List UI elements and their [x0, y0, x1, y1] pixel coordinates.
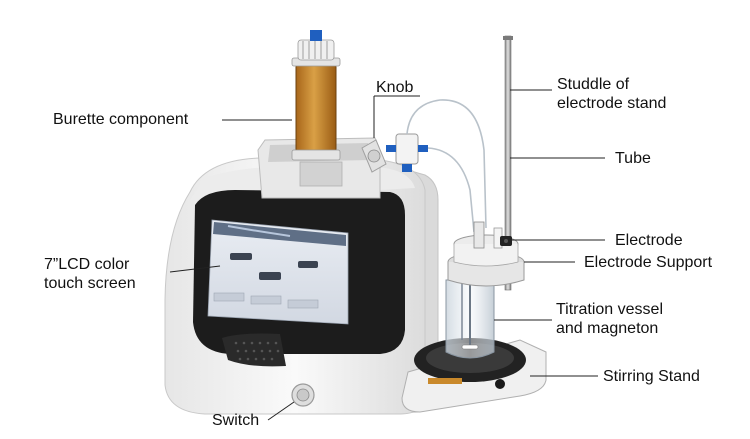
electrode-support [447, 234, 525, 287]
vent-grille [222, 333, 286, 367]
leader-lines [169, 89, 605, 421]
label-electrode-support: Electrode Support [584, 254, 713, 271]
power-switch[interactable] [291, 383, 315, 407]
electrode-stand-rod [503, 35, 513, 291]
label-electrode: Electrode [615, 232, 683, 249]
label-switch: Switch [212, 412, 260, 429]
label-studdle-of-electrode-stand: Studdle of electrode stand [557, 76, 667, 112]
lcd-touch-screen[interactable] [193, 190, 405, 354]
electrode [473, 221, 512, 249]
burette-component[interactable] [291, 30, 341, 161]
label-knob: Knob [376, 79, 414, 96]
label-titration-vessel: Titration vessel and magneton [556, 301, 663, 337]
label-tube: Tube [615, 150, 651, 167]
label-burette-component: Burette component [53, 111, 189, 128]
label-stirring-stand: Stirring Stand [603, 368, 700, 385]
label-lcd-touch-screen: 7”LCD color touch screen [44, 256, 136, 292]
valve-block [386, 133, 428, 172]
titration-vessel [445, 279, 495, 359]
valve-knob[interactable] [361, 139, 387, 173]
tubing [406, 99, 487, 233]
